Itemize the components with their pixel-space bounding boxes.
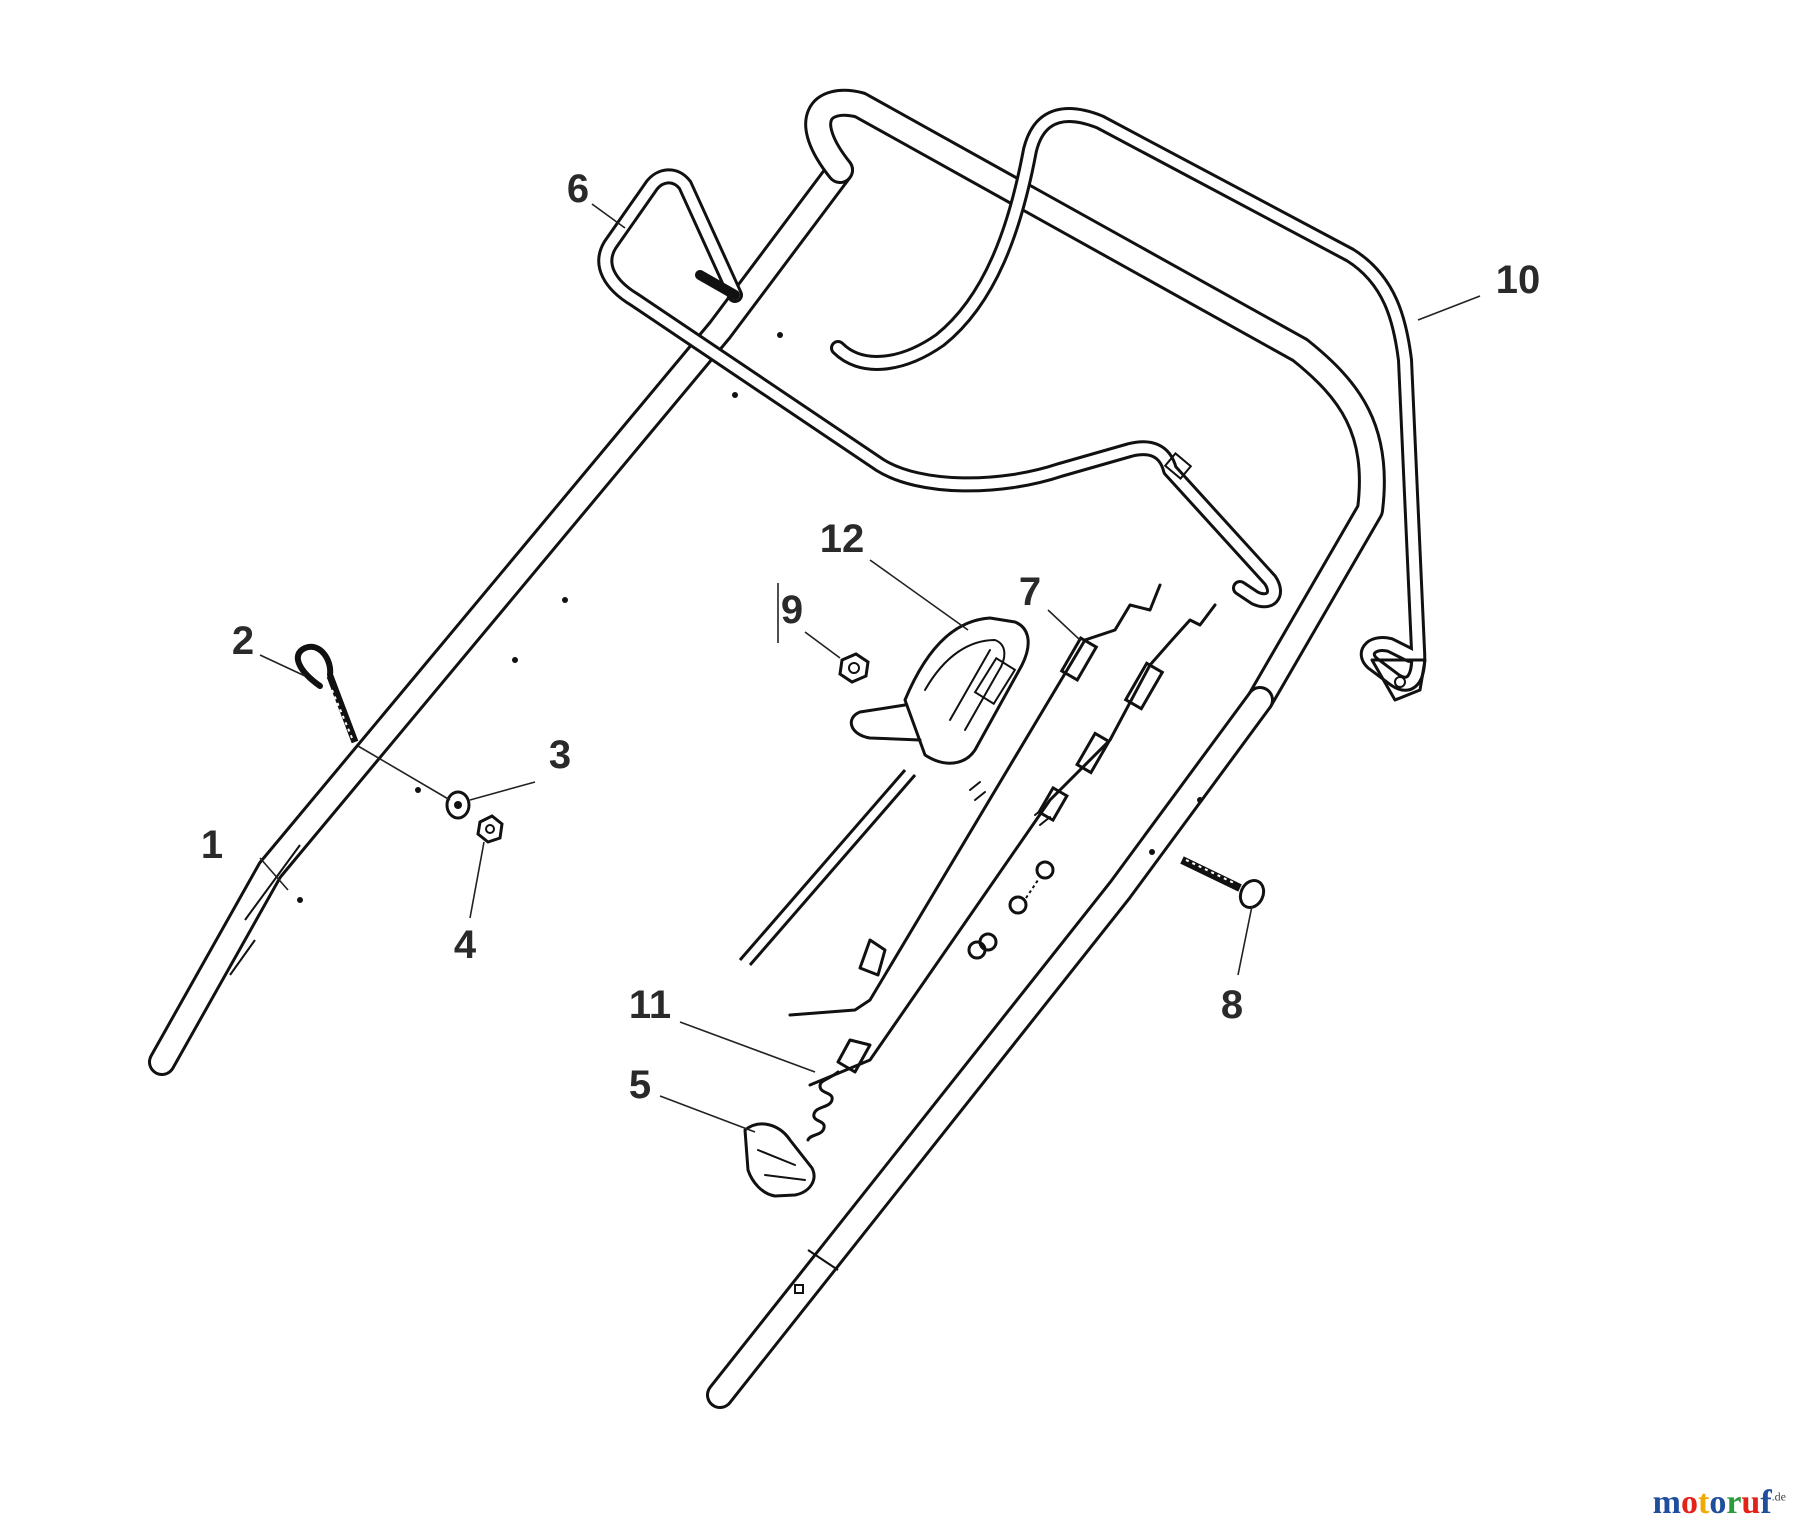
callout-7: 7 [1019, 570, 1041, 614]
drive-control-bail [830, 107, 1427, 702]
control-cable-1 [788, 583, 1162, 1017]
washer [445, 790, 471, 820]
callout-10: 10 [1496, 258, 1541, 302]
callout-12: 12 [820, 517, 865, 561]
hook-bolt [294, 643, 359, 744]
nut [476, 814, 504, 844]
watermark-letter: f [1760, 1484, 1772, 1521]
callout-4: 4 [454, 923, 477, 967]
blade-control-bail [597, 168, 1282, 609]
control-cable-2 [808, 603, 1217, 1087]
lever-nut [838, 652, 870, 684]
callout-11: 11 [629, 983, 671, 1027]
handle-bolt [1180, 856, 1266, 910]
watermark-letter: o [1709, 1484, 1727, 1521]
throttle-lever [738, 616, 1030, 966]
spacer-washers [967, 860, 1055, 960]
callout-8: 8 [1221, 983, 1243, 1027]
right-lower-handle-tube [706, 686, 1274, 1409]
callout-2: 2 [232, 619, 254, 663]
watermark-letter: r [1726, 1484, 1742, 1521]
callouts: 1 2 3 4 5 6 7 8 9 10 11 12 [201, 167, 1540, 1107]
cable-clip [743, 1122, 816, 1198]
callout-1: 1 [201, 823, 223, 867]
callout-5: 5 [629, 1063, 651, 1107]
watermark-logo: motoruf.de [1653, 1484, 1786, 1522]
cable-spring [806, 1038, 872, 1142]
left-lower-handle-tube [148, 156, 854, 1076]
callout-6: 6 [567, 167, 589, 211]
leader-lines [259, 203, 1481, 1133]
watermark-letter: u [1741, 1484, 1761, 1521]
callout-9: 9 [781, 588, 803, 632]
callout-3: 3 [549, 733, 571, 777]
watermark-suffix: .de [1771, 1489, 1786, 1504]
watermark-letter: m [1652, 1484, 1681, 1521]
top-bail-handle [804, 88, 1386, 714]
watermark-letter: t [1698, 1484, 1710, 1521]
watermark-letter: o [1681, 1484, 1698, 1521]
